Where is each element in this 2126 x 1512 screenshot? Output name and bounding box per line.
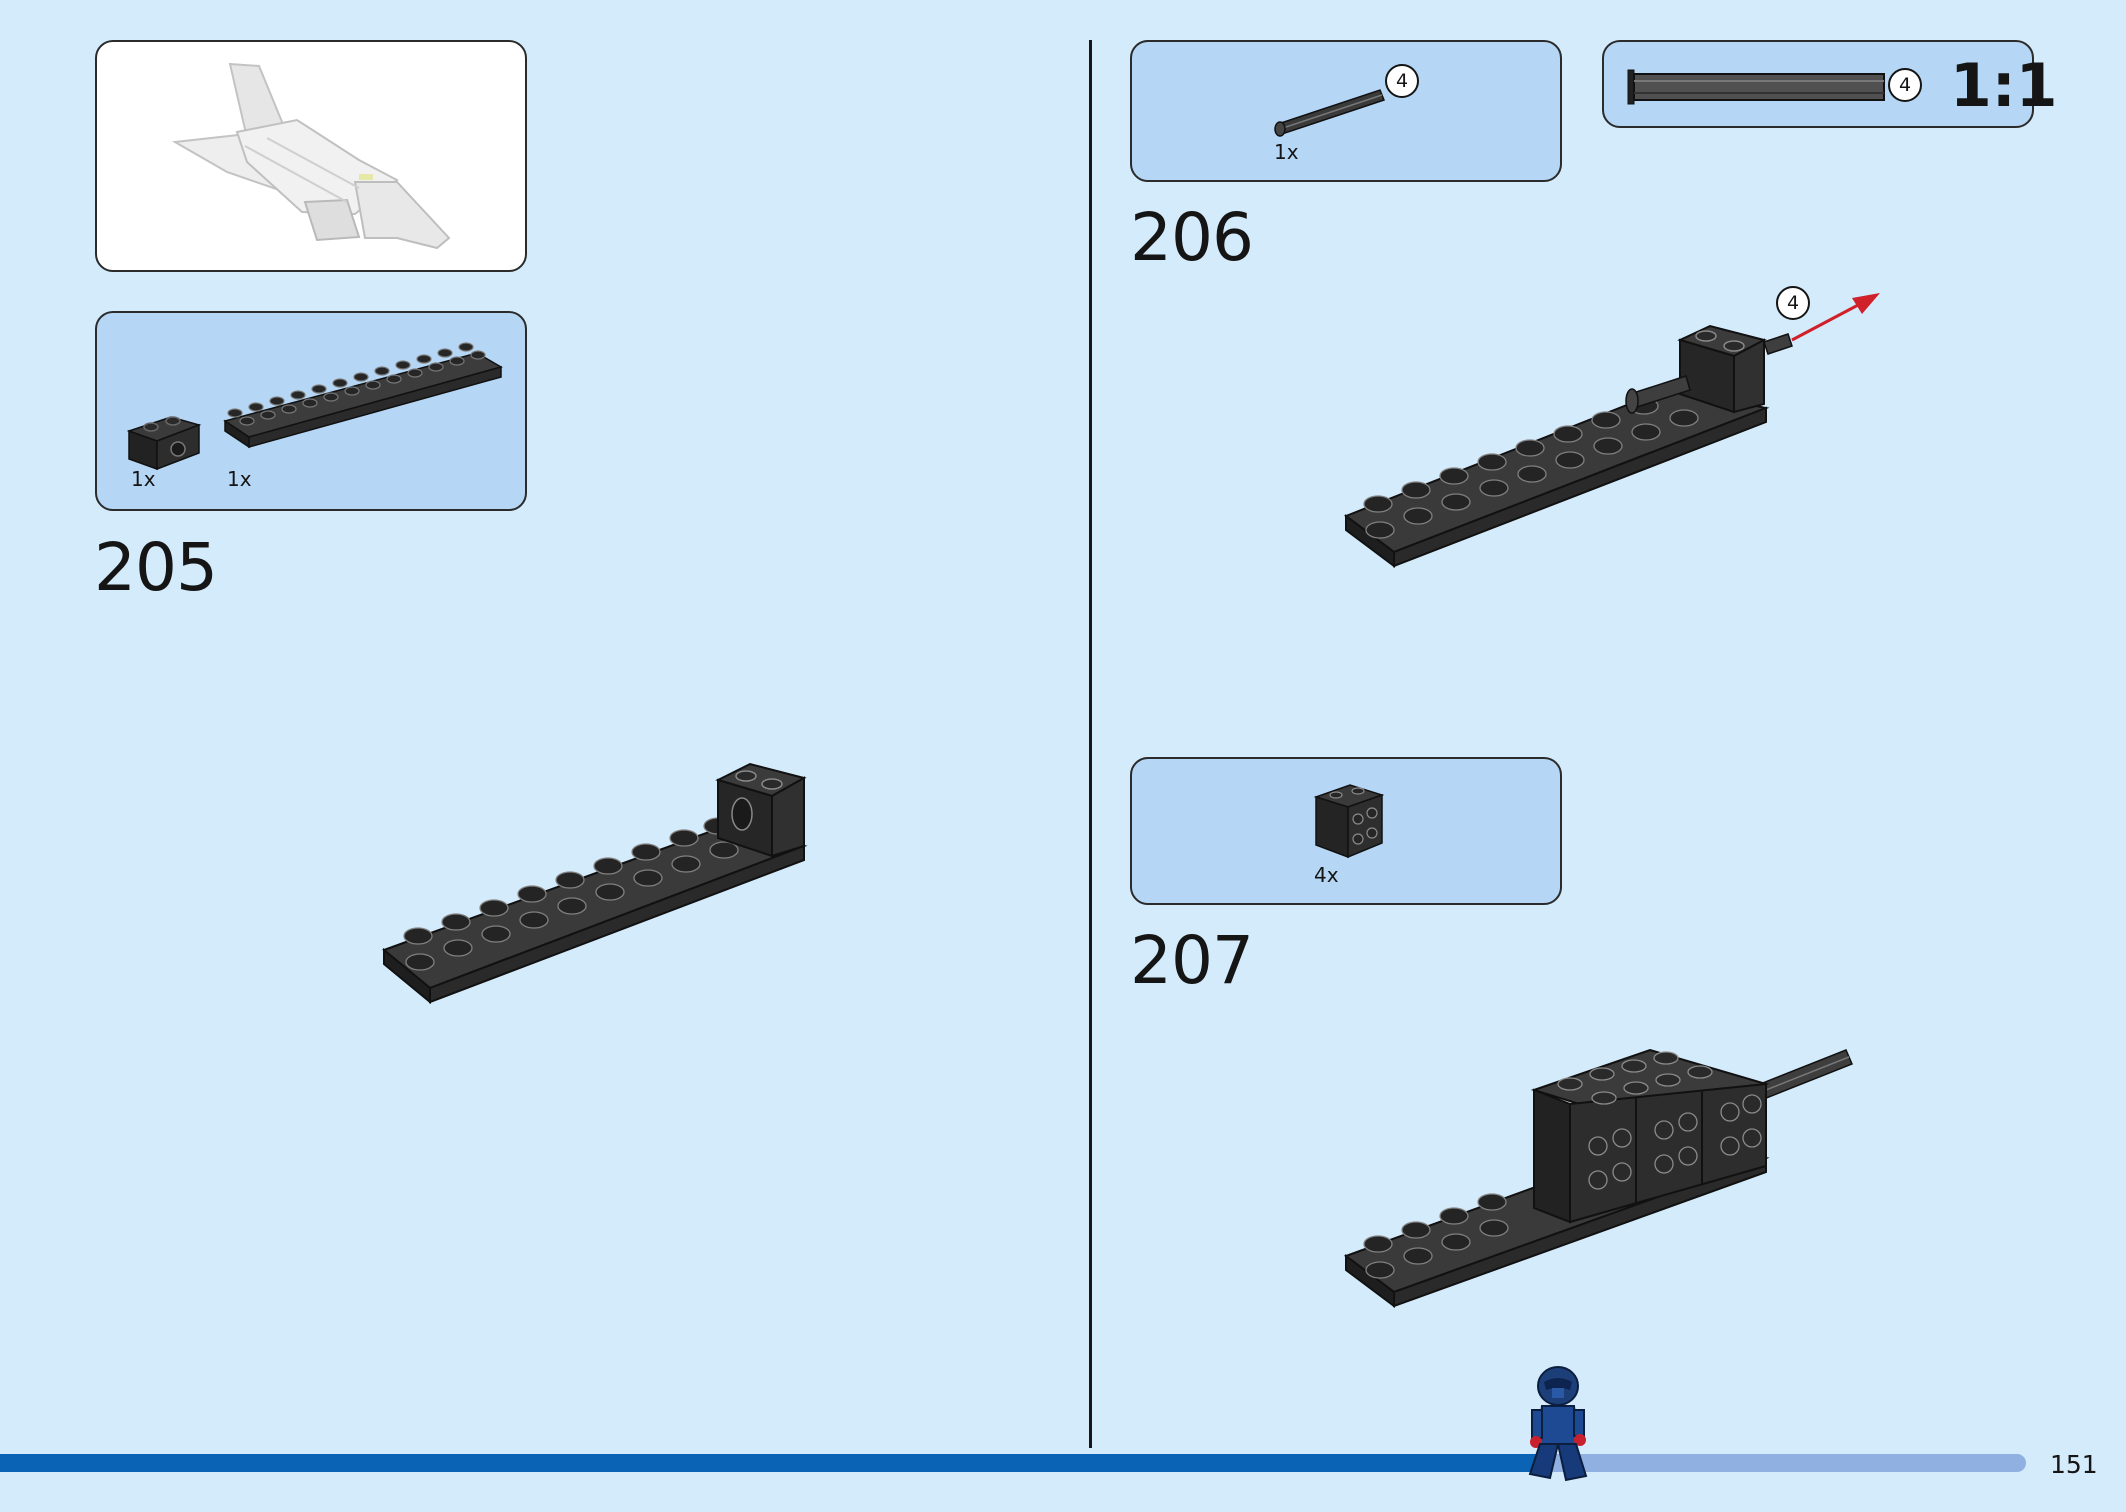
step-206-model-illustration: [1343, 293, 1880, 568]
parts-list-box-step-205: 1x 1x: [95, 311, 527, 511]
quantity-label: 1x: [131, 467, 156, 491]
plate-2x12-part: [223, 342, 503, 449]
axle-scale-illustration: [1627, 69, 1885, 105]
quantity-label: 1x: [1274, 140, 1299, 164]
scale-length-callout: 4: [1888, 68, 1922, 102]
step-207-model-illustration: [1343, 1048, 1853, 1308]
build-progress-bar: [0, 1454, 2026, 1472]
parts-list-box-step-207: 4x: [1130, 757, 1562, 905]
scale-label: 1:1: [1950, 51, 2058, 121]
quantity-label: 4x: [1314, 863, 1339, 887]
length-callout: 4: [1385, 64, 1419, 98]
quantity-label: 1x: [227, 467, 252, 491]
step-205-model-illustration: [382, 762, 808, 1005]
shuttle-preview-illustration: [171, 62, 451, 250]
step-number-206: 206: [1130, 199, 1254, 276]
technic-brick-1x2-part: [126, 416, 202, 471]
brick-2x2-side-studs-part: [1313, 784, 1385, 859]
page-number: 151: [2050, 1450, 2098, 1479]
minifigure-progress-marker-icon: [1528, 1366, 1588, 1482]
build-progress-fill: [0, 1454, 1540, 1472]
page-divider: [1089, 40, 1092, 1448]
submodel-preview-box: [95, 40, 527, 272]
parts-list-box-step-206: 4 1x: [1130, 40, 1562, 182]
technic-axle-part: [1274, 89, 1385, 137]
step-number-205: 205: [94, 529, 218, 606]
scale-reference-box: 4 1:1: [1602, 40, 2058, 128]
insert-length-callout: 4: [1776, 286, 1810, 320]
step-number-207: 207: [1130, 922, 1254, 999]
